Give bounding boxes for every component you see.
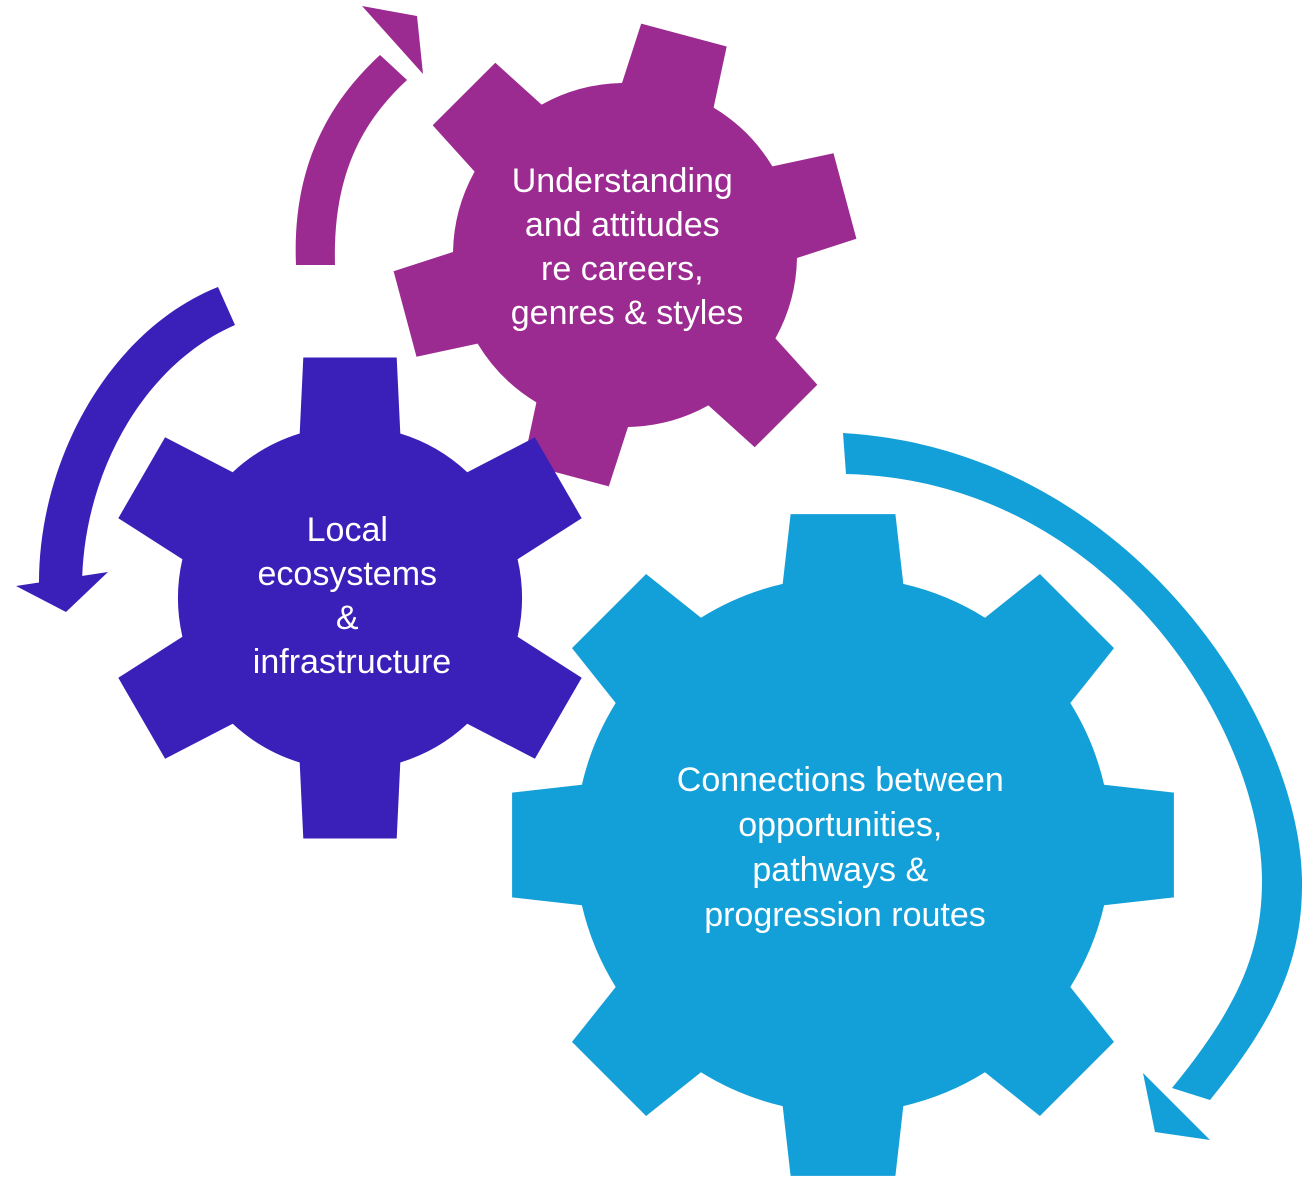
indigo-arrow-head bbox=[16, 572, 108, 612]
understanding-line-3: re careers, bbox=[541, 250, 704, 288]
purple-arrow bbox=[295, 6, 423, 265]
indigo-arrow-shaft bbox=[38, 287, 235, 588]
blue-arrow-shaft bbox=[843, 433, 1303, 1100]
local-line-1: Local bbox=[307, 511, 388, 549]
gear-connections bbox=[512, 514, 1174, 1176]
gear-connections-label: Connections between opportunities, pathw… bbox=[677, 761, 1013, 934]
gear-local-label: Local ecosystems & infrastructure bbox=[253, 511, 451, 681]
connections-line-2: opportunities, bbox=[738, 806, 942, 844]
gear-understanding-label: Understanding and attitudes re careers, … bbox=[511, 162, 743, 332]
connections-line-4: progression routes bbox=[704, 896, 986, 934]
understanding-line-2: and attitudes bbox=[525, 206, 720, 244]
local-line-2: ecosystems bbox=[258, 555, 438, 593]
local-line-4: infrastructure bbox=[253, 643, 451, 681]
local-line-3: & bbox=[336, 599, 359, 637]
blue-arrow bbox=[843, 433, 1303, 1140]
understanding-line-4: genres & styles bbox=[511, 294, 743, 332]
indigo-arrow bbox=[16, 287, 235, 612]
gear-local bbox=[118, 357, 582, 839]
connections-line-3: pathways & bbox=[752, 851, 928, 889]
blue-arrow-head bbox=[1143, 1073, 1210, 1140]
purple-arrow-head bbox=[362, 6, 423, 74]
understanding-line-1: Understanding bbox=[512, 162, 733, 200]
gear-understanding bbox=[393, 23, 857, 487]
connections-line-1: Connections between bbox=[677, 761, 1004, 799]
purple-arrow-shaft bbox=[295, 55, 407, 265]
